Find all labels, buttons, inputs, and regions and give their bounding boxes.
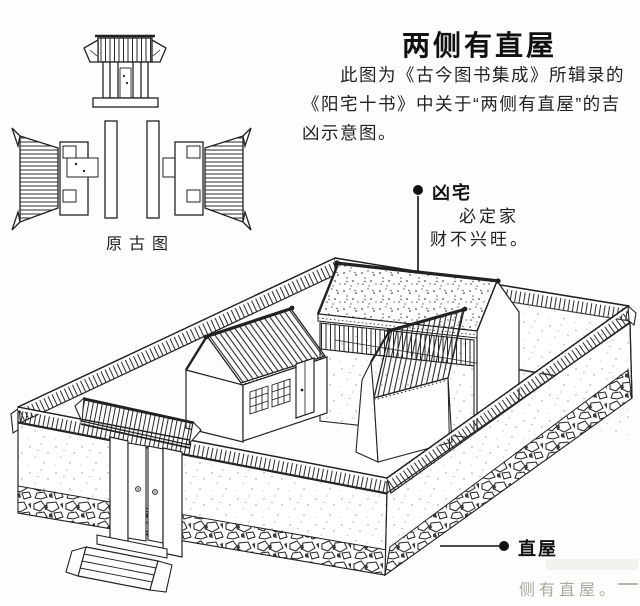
ominous-note-line-2: 财不兴旺。 [430,230,530,249]
ancient-diagram-caption: 原古图 [106,236,176,253]
right-house-ridge [387,307,467,333]
gate-threshold [96,534,168,559]
ancient-gate [83,34,167,108]
faded-watermark-strip [546,559,638,570]
gate-left-pier [109,436,129,548]
gate-right-pier [162,447,183,558]
intro-line-2: 《阳宅十书》中关于“两侧有直屋”的吉 [302,94,621,114]
page-title: 两侧有直屋 [402,30,558,61]
ancient-right-house [146,120,252,231]
right-house-gable [355,359,379,463]
annotation-leaders [413,185,509,551]
ancient-diagram [11,34,252,231]
intro-line-3: 凶示意图。 [302,123,397,143]
gate-door-left [127,442,147,542]
wall-southeast [384,304,637,577]
ominous-note: 必定家 财不兴旺。 [430,205,530,251]
label-ominous-house: 凶宅 [432,183,472,203]
ominous-note-line-1: 必定家 [459,207,519,226]
main-house-ridge [335,261,500,283]
left-side-house [184,305,328,443]
gate [65,396,202,593]
ancient-left-house [11,120,118,231]
right-side-house [355,306,468,471]
compound-drawing [10,185,637,593]
left-house-ridge [204,306,294,339]
left-house-gable [185,369,244,443]
label-straight-house: 直屋 [518,539,558,559]
intro-paragraph: 此图为《古今图书集成》所辑录的 《阳宅十书》中关于“两侧有直屋”的吉 凶示意图。 [302,61,640,148]
intro-line-1: 此图为《古今图书集成》所辑录的 [340,65,625,85]
zhi-bullet [499,541,509,551]
faded-caption: 侧有直屋。 [519,582,620,599]
faded-dash-mark [618,583,638,585]
xiong-bullet [413,185,423,195]
